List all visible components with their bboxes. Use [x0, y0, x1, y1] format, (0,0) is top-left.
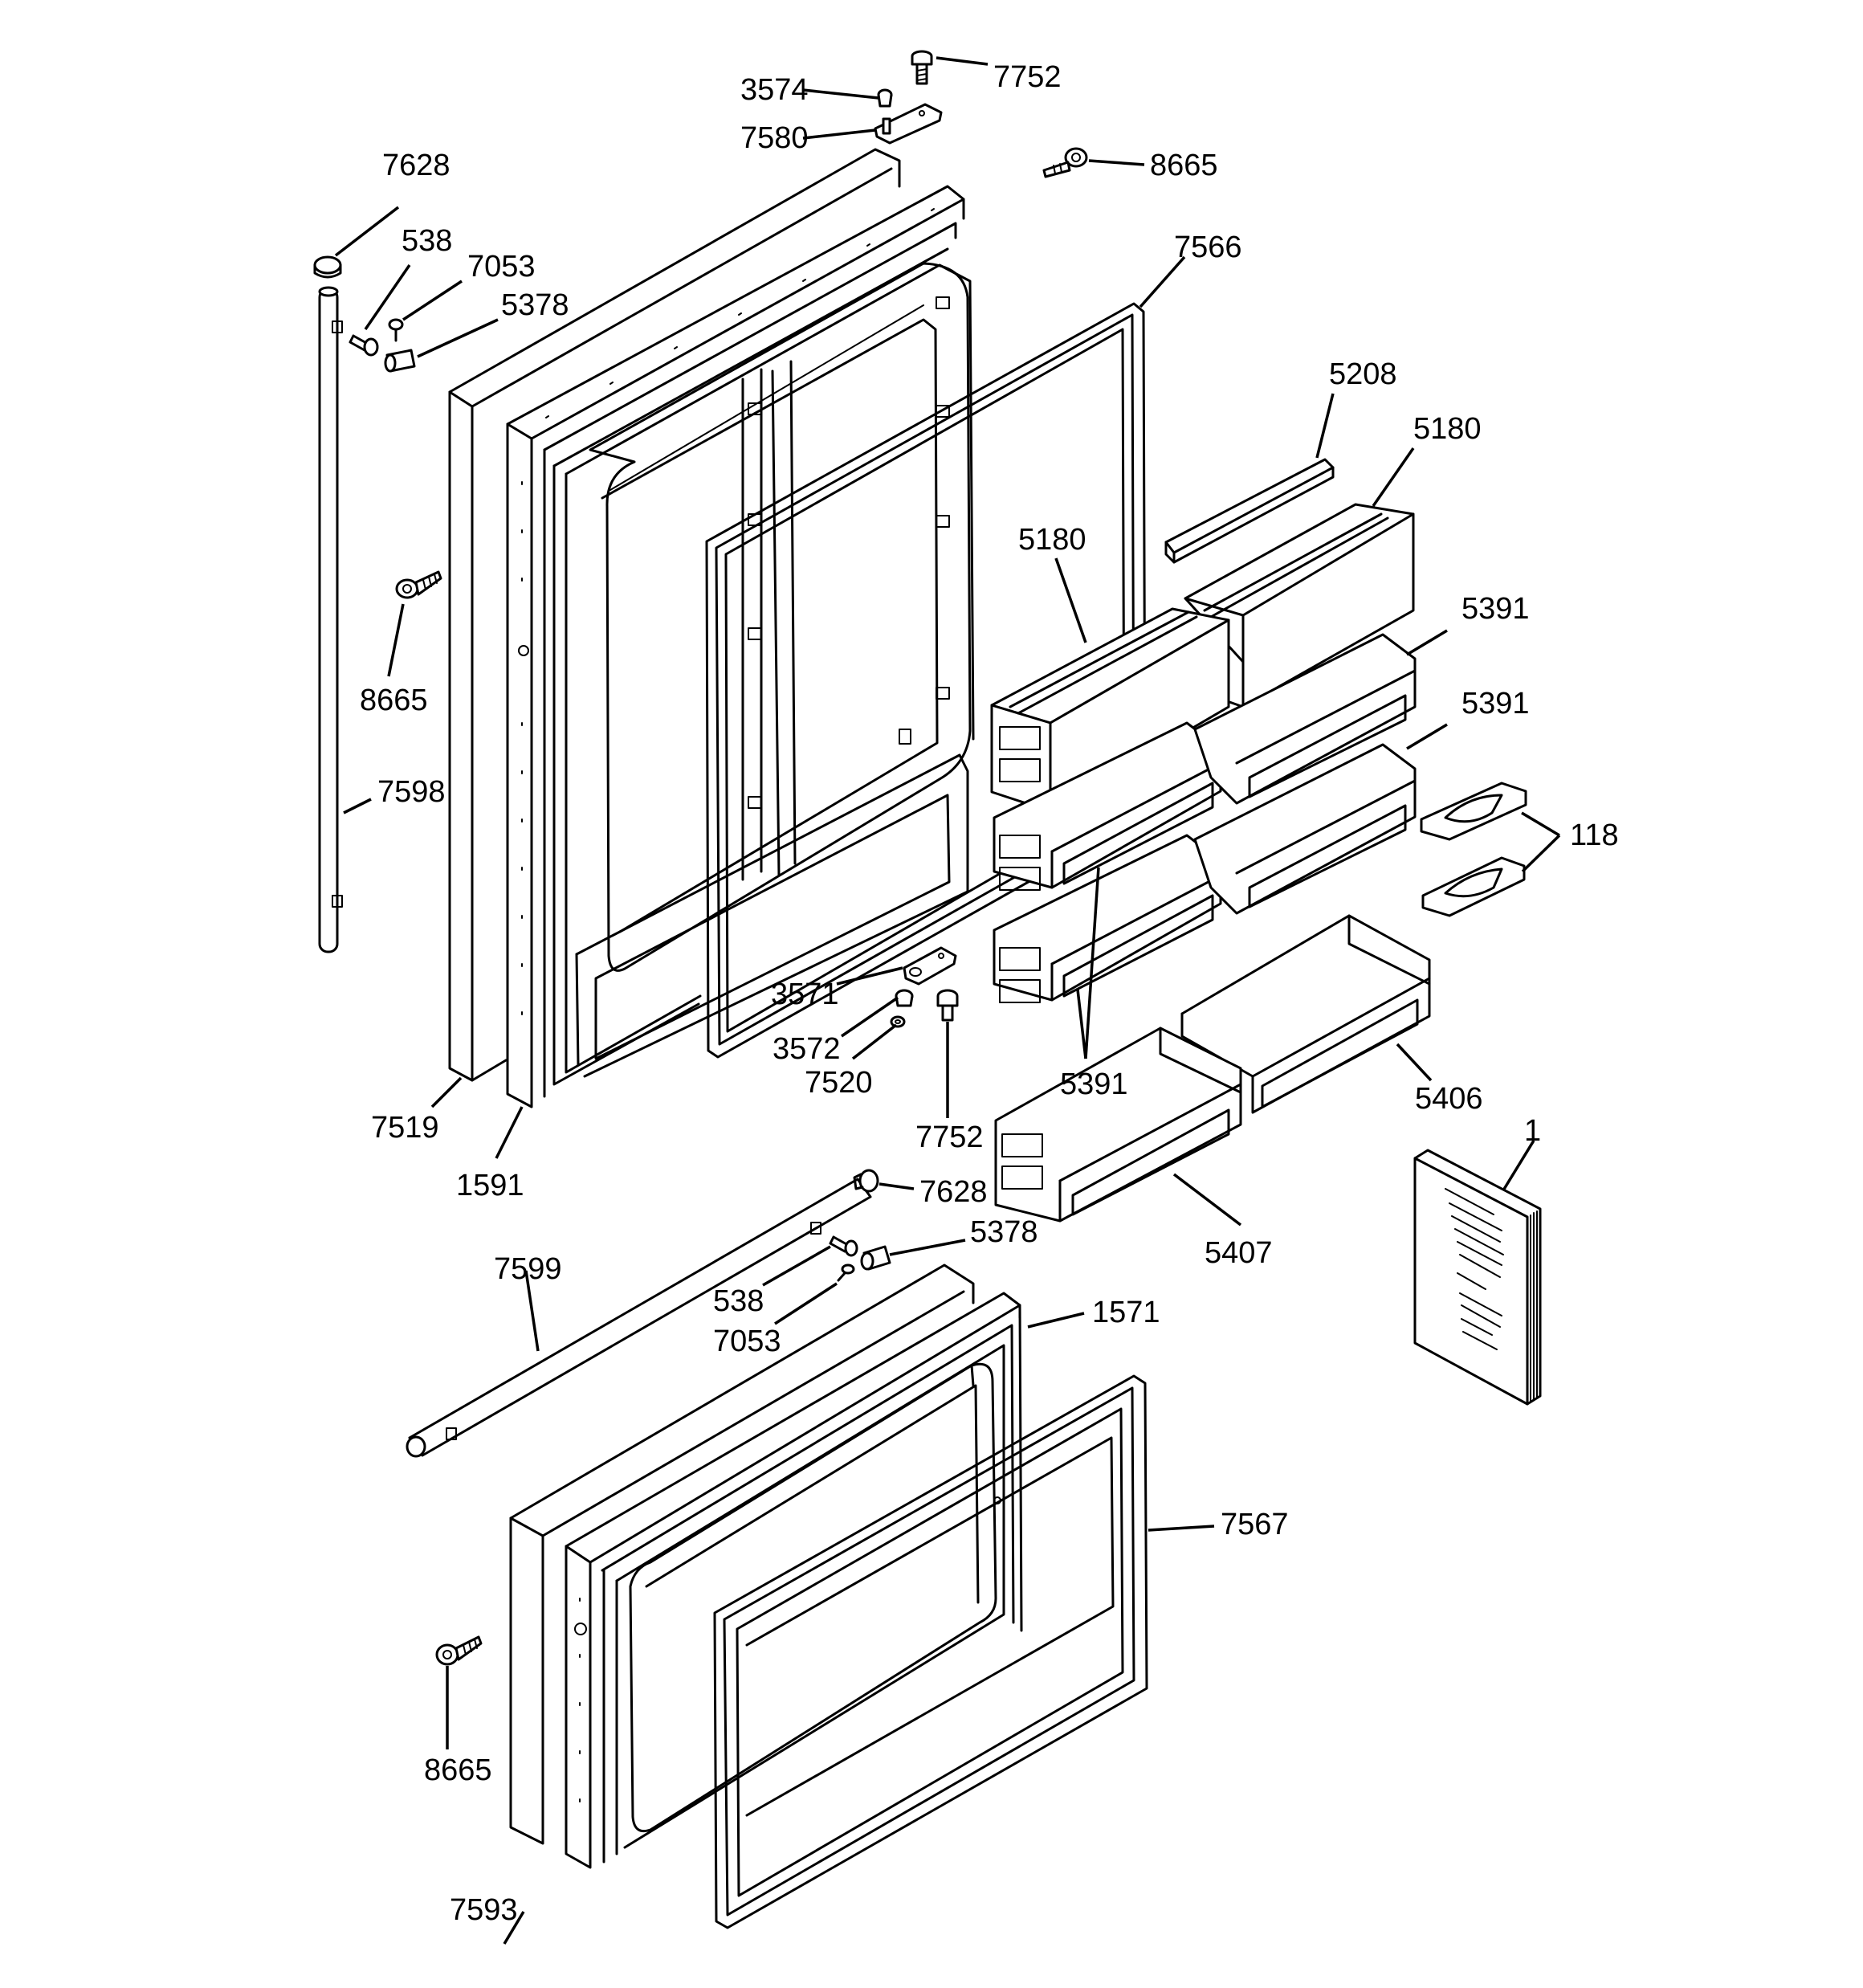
washer-7520	[890, 1015, 906, 1028]
bin-5180-left	[990, 607, 1230, 813]
part-label: 8665	[424, 1753, 492, 1787]
egg-tray-118-bottom	[1421, 856, 1526, 917]
part-label: 538	[402, 224, 452, 258]
part-label: 5378	[970, 1215, 1038, 1249]
part-label: 7053	[467, 250, 536, 284]
bin-5180-right	[1184, 503, 1415, 708]
part-label: 8665	[1150, 149, 1218, 182]
part-label: 3572	[773, 1032, 841, 1066]
screw-538-upper	[349, 334, 379, 357]
end-cap-upper	[313, 255, 342, 279]
part-label: 5391	[1461, 687, 1530, 720]
handle-upper	[318, 286, 343, 953]
part-label: 5378	[501, 288, 569, 322]
part-label: 7628	[919, 1175, 988, 1209]
screw-8665-left-lower	[435, 1635, 483, 1666]
screw-7053-upper	[388, 318, 404, 342]
part-label: 5391	[1461, 592, 1530, 626]
part-label: 7053	[713, 1325, 781, 1358]
hinge-plate-7580	[874, 103, 943, 145]
part-labels: 7752 3574 7580 8665 7628 538 7053 5378 7…	[360, 60, 1619, 1927]
part-label: 3574	[740, 73, 809, 107]
part-label: 7567	[1221, 1508, 1289, 1541]
hinge-screw-7752-top	[911, 50, 933, 85]
part-label: 7520	[805, 1066, 873, 1100]
part-label: 1571	[1092, 1296, 1160, 1329]
part-label: 7580	[740, 121, 809, 155]
leader-lines	[334, 56, 1561, 1945]
shelf-5391-left-1	[993, 721, 1222, 891]
part-label: 7599	[494, 1252, 562, 1286]
part-label: 8665	[360, 684, 428, 717]
part-label: 1591	[456, 1169, 524, 1202]
part-label: 7519	[371, 1111, 439, 1145]
owners-manual	[1413, 1149, 1542, 1406]
spacer-5378-lower	[860, 1245, 891, 1271]
screw-538-lower	[829, 1235, 858, 1257]
shelf-5391-right-2	[1193, 743, 1417, 915]
egg-tray-118-top	[1420, 782, 1527, 841]
hinge-bracket-3571	[903, 946, 957, 986]
gasket-lower	[713, 1374, 1148, 1929]
door-liner-upper	[506, 185, 975, 1108]
part-label: 5407	[1205, 1236, 1273, 1270]
handle-lower	[406, 1178, 872, 1458]
screw-8665-top	[1042, 147, 1088, 178]
part-label: 118	[1570, 818, 1619, 852]
shelf-5391-right-1	[1193, 633, 1417, 805]
part-label: 7566	[1174, 231, 1242, 264]
part-label: 3571	[771, 978, 839, 1011]
part-label: 7752	[915, 1121, 984, 1154]
spacer-5378-upper	[384, 349, 416, 373]
part-label: 5180	[1413, 412, 1482, 446]
door-bin-5407	[994, 1027, 1242, 1223]
part-label: 7752	[993, 60, 1062, 94]
part-label: 7593	[450, 1893, 518, 1927]
door-liner-lower	[565, 1292, 1023, 1869]
bushing-3572	[895, 989, 914, 1007]
hinge-pin-3574	[877, 88, 893, 108]
screw-7752-lower	[936, 989, 959, 1022]
shelf-bar-5208	[1164, 458, 1335, 564]
part-label: 538	[713, 1284, 764, 1318]
part-label: 7628	[382, 149, 450, 182]
part-label: 5180	[1018, 523, 1086, 557]
part-label: 5391	[1060, 1067, 1128, 1101]
screw-7053-lower	[837, 1263, 855, 1282]
end-cap-lower	[853, 1169, 879, 1193]
part-label: 1	[1524, 1114, 1541, 1148]
screw-8665-left-upper	[395, 570, 442, 599]
door-bin-5406	[1180, 914, 1431, 1114]
shelf-5391-left-2	[993, 834, 1222, 1003]
door-outer-panel-lower	[509, 1263, 975, 1845]
part-label: 7598	[377, 775, 446, 809]
part-label: 5208	[1329, 357, 1397, 391]
part-label: 5406	[1415, 1082, 1483, 1116]
door-outer-panel-upper	[448, 148, 901, 1082]
